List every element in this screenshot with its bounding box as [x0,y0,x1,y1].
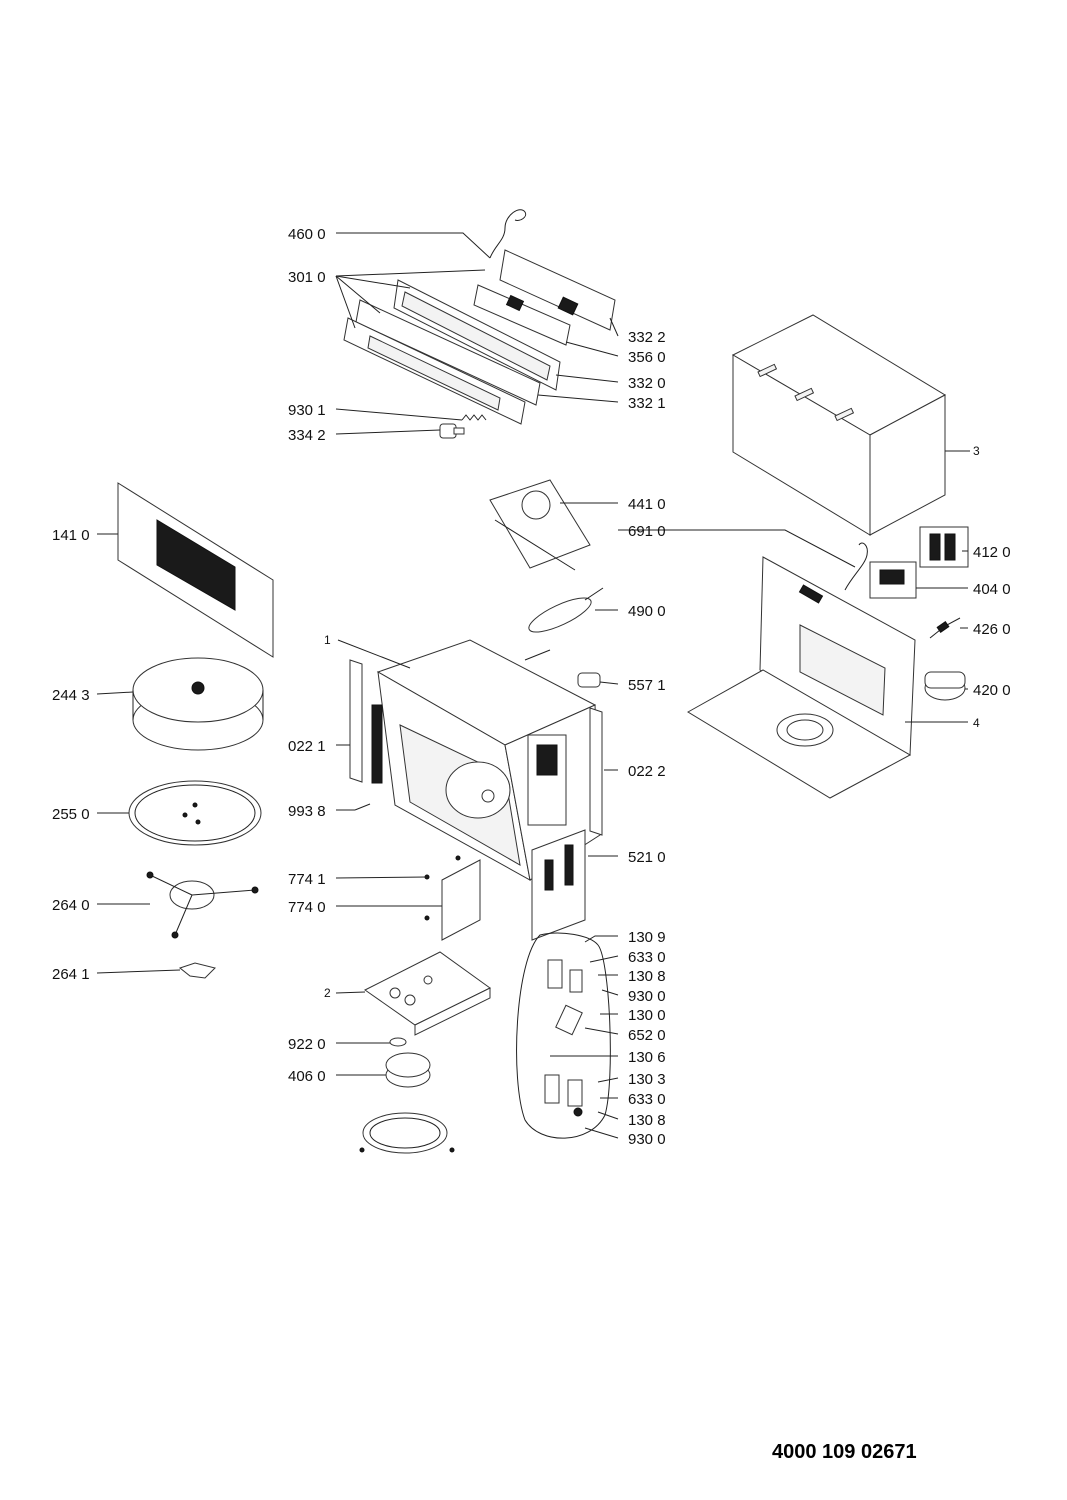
callout-404-0: 404 0 [973,581,1011,598]
callout-022-2: 022 2 [628,763,666,780]
wire-harness [844,542,868,591]
callout-441-0: 441 0 [628,496,666,513]
callout-521-0: 521 0 [628,849,666,866]
callout-922-0: 922 0 [288,1036,326,1053]
document-number: 4000 109 02671 [772,1441,917,1463]
screw-small [354,803,371,811]
callout-557-1: 557 1 [628,677,666,694]
washer [389,1037,407,1047]
leader-lines [96,232,970,1139]
thermal-cutout [577,672,601,688]
bottom-plate [364,951,491,1036]
fan-motor-bracket [489,479,591,571]
screw [524,649,551,661]
side-rail-right [589,707,603,836]
callout-141-0: 141 0 [52,527,90,544]
callout-652-0: 652 0 [628,1027,666,1044]
callout-4: 4 [973,716,980,730]
outer-cabinet [731,314,947,536]
callout-130-6: 130 6 [628,1049,666,1066]
callout-930-1: 930 1 [288,402,326,419]
transformer [919,526,969,568]
callout-2: 2 [324,986,331,1000]
interlock-switch-group [516,932,611,1139]
door-assembly [117,482,274,658]
side-rail-left [349,659,383,784]
callout-993-8: 993 8 [288,803,326,820]
turntable-motor [385,1052,431,1088]
callout-130-8-b: 130 8 [628,1112,666,1129]
control-panel-assembly [343,209,616,439]
callout-774-0: 774 0 [288,899,326,916]
callout-332-1: 332 1 [628,395,666,412]
callout-332-2: 332 2 [628,329,666,346]
callout-264-1: 264 1 [52,966,90,983]
high-voltage-capacitor [924,671,966,701]
callout-460-0: 460 0 [288,226,326,243]
callout-426-0: 426 0 [973,621,1011,638]
callout-406-0: 406 0 [288,1068,326,1085]
callout-130-0: 130 0 [628,1007,666,1024]
callout-420-0: 420 0 [973,682,1011,699]
callout-774-1: 774 1 [288,871,326,888]
roller-support [146,871,259,939]
callout-1: 1 [324,633,331,647]
callout-301-0: 301 0 [288,269,326,286]
callout-3: 3 [973,444,980,458]
callout-691-0: 691 0 [628,523,666,540]
callout-130-3: 130 3 [628,1071,666,1088]
high-voltage-diode [929,617,961,639]
callout-356-0: 356 0 [628,349,666,366]
callout-633-0-a: 633 0 [628,949,666,966]
turntable-coupler [178,962,216,979]
oven-cavity [376,639,601,881]
wiring-loop [528,587,604,633]
callout-labels: 460 0 301 0 332 2 356 0 332 0 332 1 930 … [52,226,1011,1148]
base-plate-assembly [687,556,916,799]
callout-130-8-a: 130 8 [628,968,666,985]
callout-930-0-b: 930 0 [628,1131,666,1148]
glass-turntable [128,780,262,846]
callout-334-2: 334 2 [288,427,326,444]
magnetron [869,561,917,599]
control-board [531,829,586,941]
callout-490-0: 490 0 [628,603,666,620]
callout-332-0: 332 0 [628,375,666,392]
callout-930-0-a: 930 0 [628,988,666,1005]
callout-244-3: 244 3 [52,687,90,704]
callout-264-0: 264 0 [52,897,90,914]
crisp-plate [132,657,264,751]
callout-633-0-b: 633 0 [628,1091,666,1108]
callout-255-0: 255 0 [52,806,90,823]
callout-022-1: 022 1 [288,738,326,755]
cover-plate [424,855,481,941]
callout-130-9: 130 9 [628,929,666,946]
seal-ring [359,1112,455,1154]
callout-412-0: 412 0 [973,544,1011,561]
